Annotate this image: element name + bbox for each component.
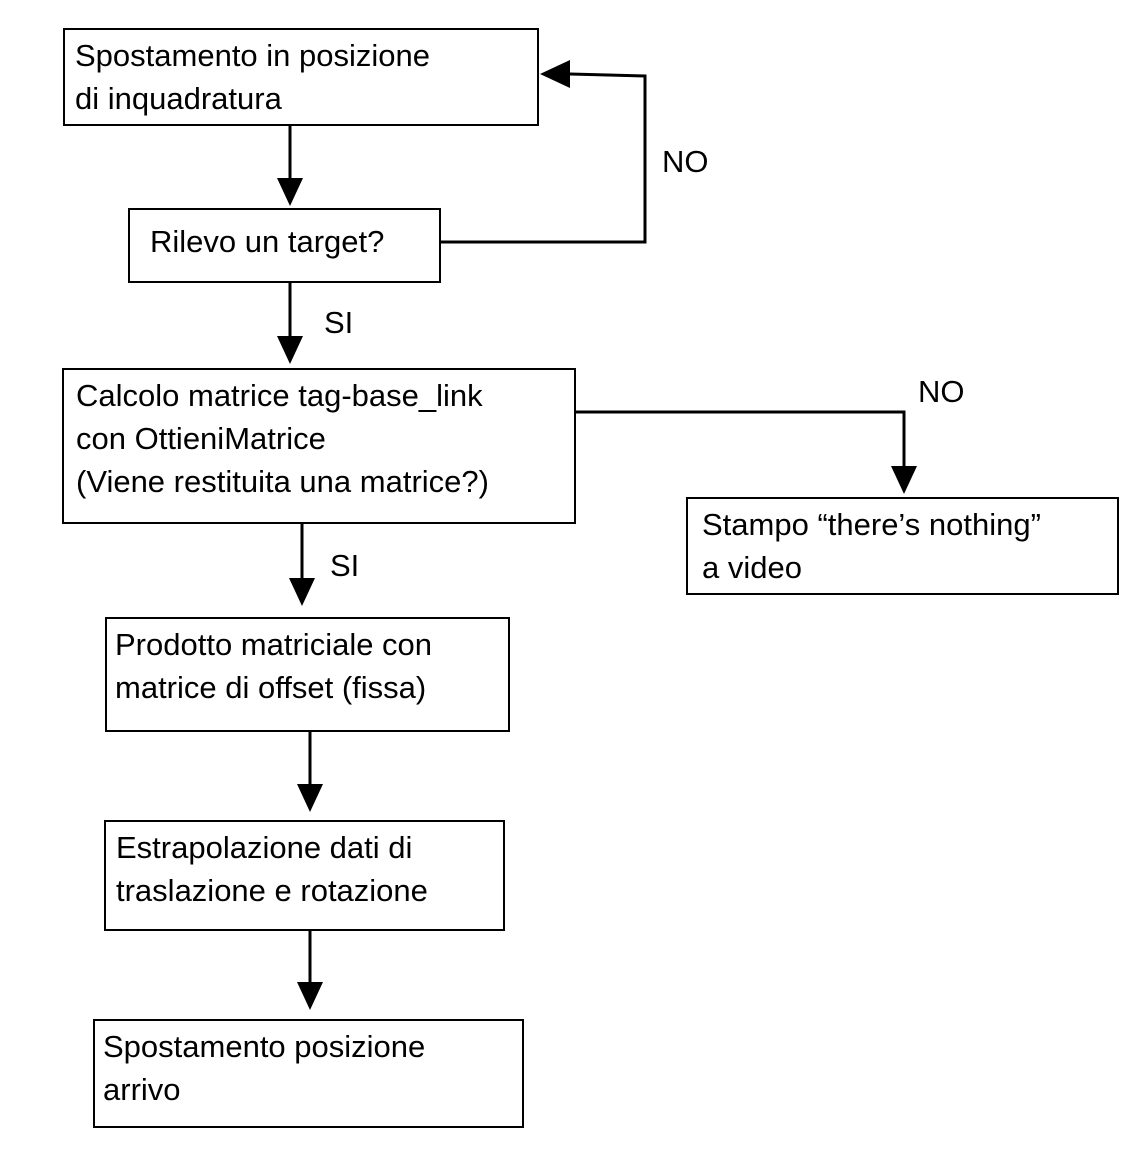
node-move-arrival: Spostamento posizione arrivo	[93, 1019, 524, 1128]
node-compute-matrix-line-1: Calcolo matrice tag-base_link	[76, 378, 483, 413]
edge-label-detect-no: NO	[662, 144, 709, 179]
node-compute-matrix-line-3: (Viene restituita una matrice?)	[76, 464, 489, 499]
node-print-nothing: Stampo “there’s nothing” a video	[686, 497, 1119, 595]
edge-label-detect-yes: SI	[324, 305, 354, 340]
node-extract-data-line-1: Estrapolazione dati di	[116, 830, 413, 865]
node-move-framing-line-1: Spostamento in posizione	[75, 38, 431, 73]
arrow-detect-yes	[277, 283, 303, 364]
arrow-product-to-extract	[297, 732, 323, 812]
node-extract-data-line-2: traslazione e rotazione	[116, 873, 428, 908]
node-move-framing-line-2: di inquadratura	[75, 81, 282, 116]
node-print-nothing-line-1: Stampo “there’s nothing”	[702, 507, 1041, 542]
node-matrix-product-line-1: Prodotto matriciale con	[115, 627, 433, 662]
edge-label-matrix-yes: SI	[330, 548, 360, 583]
arrow-extract-to-arrival	[297, 931, 323, 1010]
arrow-matrix-no	[576, 410, 917, 494]
node-detect-target: Rilevo un target?	[128, 208, 441, 283]
node-compute-matrix-line-2: con OttieniMatrice	[76, 421, 326, 456]
node-move-framing: Spostamento in posizione di inquadratura	[63, 28, 539, 126]
node-matrix-product-line-2: matrice di offset (fissa)	[115, 670, 427, 705]
node-move-arrival-line-2: arrivo	[103, 1072, 181, 1107]
arrow-framing-to-detect	[277, 126, 303, 206]
node-compute-matrix: Calcolo matrice tag-base_link con Ottien…	[62, 368, 576, 524]
arrow-matrix-yes	[289, 524, 315, 606]
node-detect-target-line-1: Rilevo un target?	[150, 224, 385, 259]
node-move-arrival-line-1: Spostamento posizione	[103, 1029, 426, 1064]
edge-label-matrix-no: NO	[918, 374, 965, 409]
node-print-nothing-line-2: a video	[702, 550, 802, 585]
arrow-detect-no-loop	[441, 60, 647, 244]
node-matrix-product: Prodotto matriciale con matrice di offse…	[105, 617, 510, 732]
node-extract-data: Estrapolazione dati di traslazione e rot…	[104, 820, 505, 931]
